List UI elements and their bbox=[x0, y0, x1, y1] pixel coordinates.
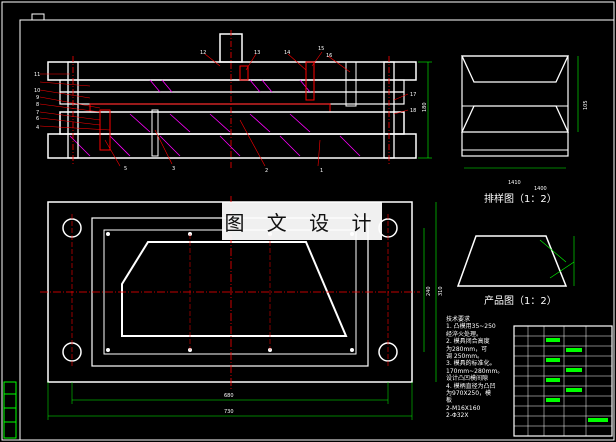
dim-strip-width: 1410 bbox=[508, 180, 521, 186]
technical-requirements: 技术要求 1. 凸模用35~250 经淬火处理。 2. 模具闭合高度 为280m… bbox=[446, 316, 504, 420]
dim-plan-inner-height: 240 bbox=[426, 286, 432, 296]
part-number-14: 14 bbox=[284, 50, 290, 56]
plan-view: 680 730 240 310 bbox=[40, 196, 444, 420]
title-block bbox=[513, 325, 613, 437]
part-number-13: 13 bbox=[254, 50, 260, 56]
part-number-18: 18 bbox=[410, 108, 416, 114]
part-number-9: 9 bbox=[36, 95, 39, 101]
guide-post-left bbox=[67, 61, 79, 159]
part-number-15: 15 bbox=[318, 46, 324, 52]
dim-plan-outer-height: 310 bbox=[438, 286, 444, 296]
section-view: 1 2 3 4 5 6 7 8 9 10 11 12 13 14 15 16 1… bbox=[34, 30, 432, 174]
part-number-4: 4 bbox=[36, 125, 39, 131]
guide-post-right bbox=[383, 61, 395, 159]
part-number-5: 5 bbox=[124, 166, 127, 172]
watermark-banner: 图 文 设 计 bbox=[222, 202, 382, 240]
screw-right bbox=[345, 61, 357, 107]
dim-plan-inner-width: 680 bbox=[224, 393, 234, 399]
dim-plan-outer-width: 730 bbox=[224, 409, 234, 415]
pin-left bbox=[151, 109, 159, 157]
punch-profile bbox=[121, 241, 348, 337]
die-plate bbox=[59, 111, 405, 135]
strip-layout-caption: 排样图（1：2） bbox=[484, 194, 557, 205]
product-view bbox=[456, 235, 575, 287]
backing-plate bbox=[59, 79, 405, 93]
part-number-8: 8 bbox=[36, 102, 39, 108]
pin-top bbox=[305, 61, 315, 101]
upper-die-plate bbox=[47, 61, 417, 81]
part-number-10: 10 bbox=[34, 88, 40, 94]
lower-die-plate bbox=[47, 133, 417, 159]
product-caption: 产品图（1：2） bbox=[484, 296, 557, 307]
sheet-corner-tag bbox=[31, 13, 45, 21]
sheet-inner-border bbox=[19, 19, 615, 441]
part-number-16: 16 bbox=[326, 53, 332, 59]
part-number-11: 11 bbox=[34, 72, 40, 78]
dim-strip-height: 105 bbox=[583, 100, 589, 110]
part-number-7: 7 bbox=[36, 110, 39, 116]
part-number-3: 3 bbox=[172, 166, 175, 172]
stripper-plate bbox=[89, 103, 331, 113]
part-number-2: 2 bbox=[265, 168, 268, 174]
part-number-17: 17 bbox=[410, 92, 416, 98]
product-width-label: 1400 bbox=[534, 186, 547, 192]
strip-layout-view: 105 1410 bbox=[460, 55, 589, 186]
side-binding-strip bbox=[3, 381, 17, 439]
punch-holder bbox=[59, 91, 405, 105]
part-number-12: 12 bbox=[200, 50, 206, 56]
dim-section-height: 180 bbox=[422, 102, 428, 112]
part-number-6: 6 bbox=[36, 116, 39, 122]
part-number-1: 1 bbox=[320, 168, 323, 174]
